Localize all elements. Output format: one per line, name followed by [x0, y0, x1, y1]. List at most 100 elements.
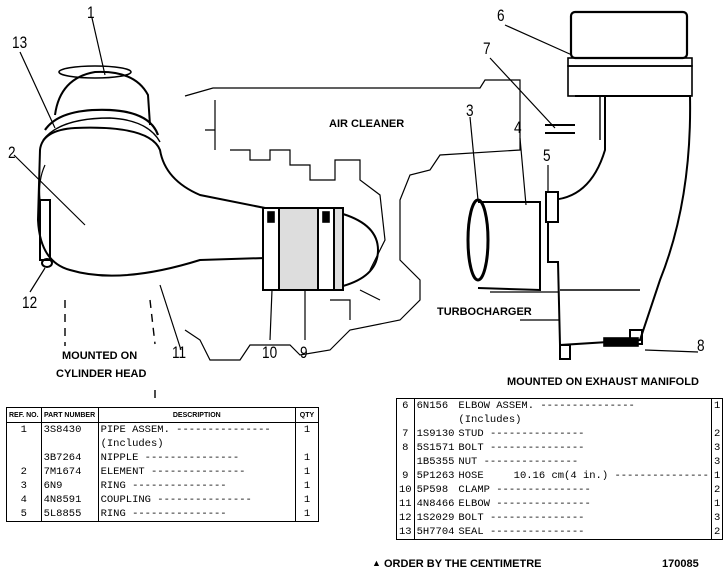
- ref-cell: 12: [396, 511, 415, 525]
- callout-8: 8: [697, 336, 705, 355]
- turbo-inlet: [477, 201, 541, 292]
- col-desc-header: DESCRIPTION: [97, 407, 297, 423]
- part-number-cell: 6N156: [416, 400, 449, 412]
- qty-cell: 2: [710, 483, 723, 497]
- parts-diagram: [13, 10, 699, 400]
- description-cell: RING ---------------: [97, 507, 297, 522]
- description-text: RING: [100, 480, 126, 492]
- part-number-cell: 5L8855: [40, 507, 99, 522]
- part-number-cell: 5S1571: [416, 442, 455, 454]
- part-number-cell: 7M1674: [40, 465, 99, 479]
- qty-cell: [710, 413, 723, 427]
- description-cell: RING ---------------: [97, 479, 297, 493]
- description-text: ELBOW: [458, 498, 490, 510]
- dot-leader: ---------------: [608, 470, 709, 482]
- qty-cell: 1: [710, 469, 723, 483]
- label-mounted-head-1: MOUNTED ON: [62, 350, 138, 362]
- part-number-cell: 4N8591: [40, 493, 99, 507]
- description-cell: ELBOW ---------------: [456, 497, 711, 511]
- leader-lines: [13, 17, 699, 353]
- elbow-pipe: [36, 126, 266, 277]
- qty-cell: 1: [710, 497, 723, 511]
- qty-cell: 1: [710, 398, 723, 413]
- qty-cell: 1: [295, 479, 319, 493]
- ref-cell: 3: [6, 479, 42, 493]
- qty-cell: 2: [710, 427, 723, 441]
- callout-2: 2: [8, 143, 16, 162]
- ref-cell: [396, 413, 415, 427]
- description-text: PIPE ASSEM.: [100, 424, 170, 436]
- part-number-cell: [414, 413, 456, 427]
- callout-12: 12: [22, 293, 38, 312]
- engine-detail: [230, 149, 386, 271]
- callout-7: 7: [483, 39, 491, 58]
- ref-cell: 10: [396, 483, 415, 497]
- label-mounted-manifold: MOUNTED ON EXHAUST MANIFOLD: [507, 376, 699, 388]
- description-cell: BOLT ---------------: [456, 511, 711, 525]
- callout-11: 11: [172, 343, 187, 362]
- description-text: BOLT: [458, 442, 484, 454]
- description-note: 10.16 cm(4 in.): [513, 470, 609, 482]
- callout-13: 13: [12, 33, 28, 52]
- callout-6: 6: [497, 6, 505, 25]
- ref-cell: [6, 451, 42, 465]
- air-cleaner-cap: [58, 65, 132, 79]
- qty-cell: 1: [295, 422, 319, 437]
- stud: [545, 124, 575, 134]
- ref-cell: 4: [6, 493, 42, 507]
- table-header-row: REF. NO. PART NUMBER DESCRIPTION QTY: [6, 407, 319, 423]
- description-cell: (Includes): [97, 437, 297, 451]
- callout-5: 5: [543, 146, 551, 165]
- ref-cell: 6: [396, 398, 415, 413]
- part-number-cell: 1S2029: [416, 512, 455, 524]
- description-text: NIPPLE: [100, 452, 139, 464]
- ref-cell: 7: [396, 427, 415, 441]
- dot-leader: ---------------: [125, 480, 227, 492]
- dot-leader: ---------------: [483, 442, 585, 454]
- clamp-right: [317, 207, 335, 291]
- air-cleaner-body: [54, 70, 151, 126]
- qty-cell: 1: [295, 507, 319, 522]
- table-row: (Includes): [396, 413, 723, 427]
- description-text: NUT: [458, 456, 478, 468]
- dot-leader: ---------------: [483, 428, 585, 440]
- part-number-cell: 5P1263: [416, 470, 455, 482]
- description-text: SEAL: [458, 526, 484, 538]
- description-text: (Includes): [100, 438, 164, 450]
- ref-cell: 9: [396, 469, 415, 483]
- dot-leader: ---------------: [125, 508, 227, 520]
- description-text: BOLT: [458, 512, 484, 524]
- dot-leader: ---------------: [534, 400, 635, 412]
- triangle-icon: ▲: [372, 558, 381, 568]
- clamp-left: [262, 207, 280, 291]
- dot-leader: ---------------: [489, 498, 591, 510]
- description-text: ELBOW ASSEM.: [458, 400, 535, 412]
- description-text: STUD: [458, 428, 484, 440]
- description-text: (Includes): [458, 414, 522, 426]
- description-cell: NIPPLE ---------------: [97, 451, 297, 465]
- elbow-cap: [569, 10, 689, 60]
- engine-detail-2: [205, 100, 381, 320]
- footnote: ORDER BY THE CENTIMETRE: [384, 558, 542, 570]
- turbo-ring: [466, 198, 490, 282]
- callout-3: 3: [466, 101, 474, 120]
- elbow-flange: [545, 191, 559, 223]
- col-part-header: PART NUMBER: [40, 407, 99, 423]
- qty-cell: 1: [295, 465, 319, 479]
- bracket-bolt: [41, 258, 53, 268]
- description-cell: ELBOW ASSEM. ---------------: [456, 399, 711, 414]
- elbow-assembly: [547, 95, 692, 347]
- engine-outline: [184, 79, 521, 361]
